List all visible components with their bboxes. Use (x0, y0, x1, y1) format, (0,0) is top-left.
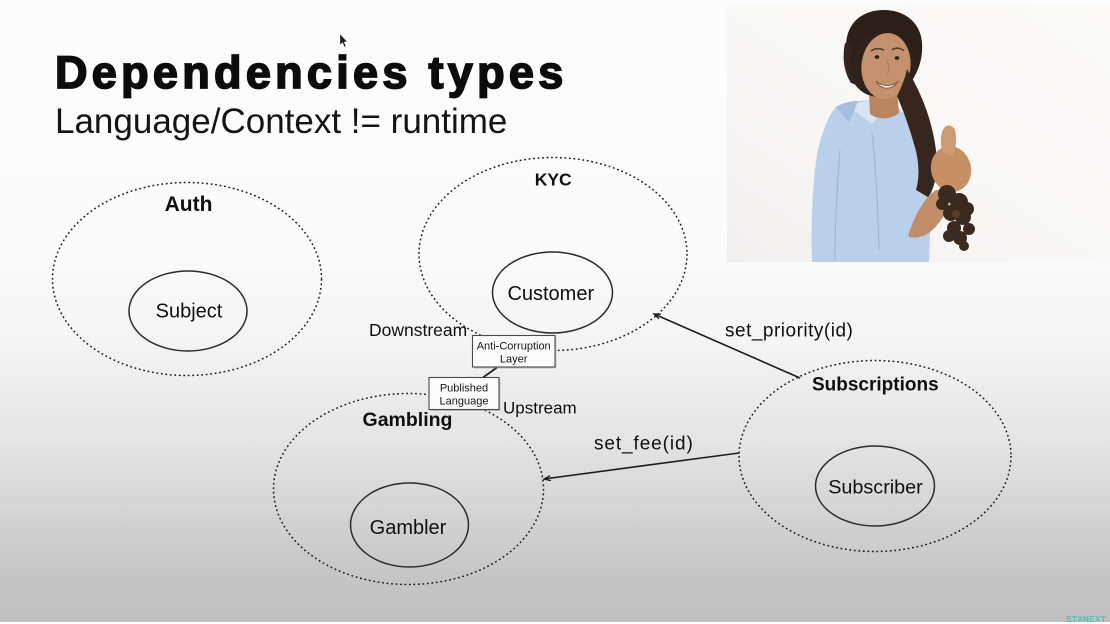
svg-text:Gambler: Gambler (370, 517, 447, 539)
svg-text:set_priority(id): set_priority(id) (725, 321, 853, 342)
svg-text:Subscriptions: Subscriptions (812, 375, 939, 396)
svg-text:Subject: Subject (156, 301, 223, 323)
svg-text:Upstream: Upstream (503, 399, 577, 418)
svg-text:set_fee(id): set_fee(id) (594, 434, 694, 455)
svg-text:Anti-Corruption: Anti-Corruption (477, 341, 551, 353)
svg-text:Customer: Customer (507, 283, 594, 305)
svg-text:Layer: Layer (500, 354, 528, 366)
svg-text:Downstream: Downstream (369, 320, 467, 340)
svg-text:Subscriber: Subscriber (828, 477, 923, 499)
svg-text:Language: Language (440, 396, 489, 408)
svg-text:Published: Published (440, 383, 488, 395)
svg-text:Gambling: Gambling (363, 409, 453, 431)
svg-text:Auth: Auth (165, 193, 213, 216)
svg-text:KYC: KYC (535, 170, 572, 190)
